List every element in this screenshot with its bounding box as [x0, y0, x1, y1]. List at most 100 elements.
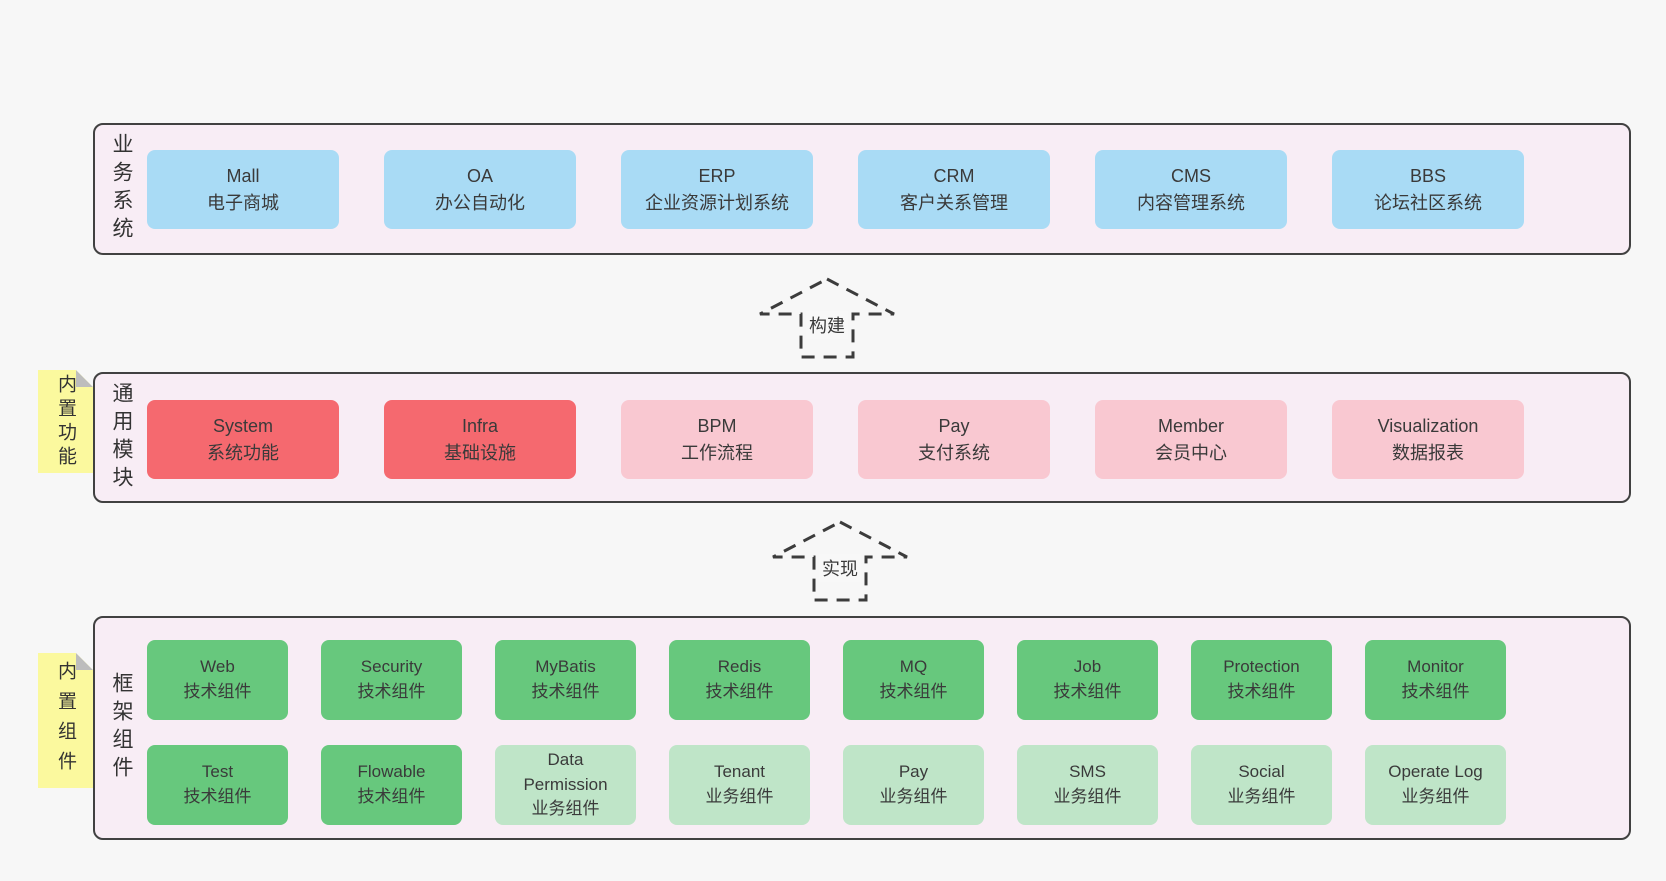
box-title: CRM	[933, 166, 975, 187]
arrow-build-label: 构建	[806, 311, 848, 339]
box-crm: CRM 客户关系管理	[858, 150, 1050, 229]
box-title: Monitor	[1407, 657, 1464, 677]
box-subtitle: 技术组件	[183, 787, 252, 806]
business-box-row: Mall 电子商城 OA 办公自动化 ERP 企业资源计划系统 CRM 客户关系…	[147, 150, 1524, 229]
band-business-systems: 业务系统 Mall 电子商城 OA 办公自动化 ERP 企业资源计划系统 CRM…	[93, 123, 1631, 255]
box-sms: SMS 业务组件	[1017, 745, 1158, 825]
box-flowable: Flowable 技术组件	[321, 745, 462, 825]
box-tenant: Tenant 业务组件	[669, 745, 810, 825]
box-title: SMS	[1069, 762, 1106, 782]
box-bpm: BPM 工作流程	[621, 400, 813, 479]
box-monitor: Monitor 技术组件	[1365, 640, 1506, 720]
note-text: 内置组件	[55, 660, 76, 781]
box-subtitle: 业务组件	[879, 787, 948, 806]
arrow-up-icon	[759, 277, 895, 359]
arrow-build: 构建	[757, 276, 897, 360]
box-cms: CMS 内容管理系统	[1095, 150, 1287, 229]
band-common-modules: 通用模块 System 系统功能 Infra 基础设施 BPM 工作流程 Pay…	[93, 372, 1631, 503]
box-title: Pay	[938, 416, 970, 437]
folded-corner-icon	[76, 370, 93, 387]
box-mall: Mall 电子商城	[147, 150, 339, 229]
box-erp: ERP 企业资源计划系统	[621, 150, 813, 229]
box-title: MyBatis	[535, 657, 596, 677]
box-mybatis: MyBatis 技术组件	[495, 640, 636, 720]
box-subtitle: 技术组件	[357, 682, 426, 701]
box-subtitle: 技术组件	[183, 682, 252, 701]
box-subtitle: 基础设施	[444, 442, 516, 463]
box-subtitle: 业务组件	[1401, 787, 1470, 806]
box-title: Operate Log	[1388, 762, 1483, 782]
box-title: Protection	[1223, 657, 1300, 677]
box-system: System 系统功能	[147, 400, 339, 479]
box-member: Member 会员中心	[1095, 400, 1287, 479]
band-components-label: 框架组件	[110, 672, 133, 784]
box-oa: OA 办公自动化	[384, 150, 576, 229]
box-title: Pay	[898, 762, 929, 782]
box-subtitle: 技术组件	[1227, 682, 1296, 701]
box-subtitle: 电子商城	[207, 192, 279, 213]
box-subtitle: 业务组件	[705, 787, 774, 806]
box-subtitle: 客户关系管理	[900, 192, 1008, 213]
box-title: BPM	[697, 416, 737, 437]
box-protection: Protection 技术组件	[1191, 640, 1332, 720]
box-subtitle: 技术组件	[705, 682, 774, 701]
box-visualization: Visualization 数据报表	[1332, 400, 1524, 479]
box-title: Member	[1157, 416, 1224, 437]
arrow-implement: 实现	[770, 519, 910, 603]
box-test: Test 技术组件	[147, 745, 288, 825]
box-social: Social 业务组件	[1191, 745, 1332, 825]
box-redis: Redis 技术组件	[669, 640, 810, 720]
box-job: Job 技术组件	[1017, 640, 1158, 720]
box-pay-component: Pay 业务组件	[843, 745, 984, 825]
box-title: Job	[1073, 657, 1102, 677]
sticky-note-builtin-components: 内置组件	[38, 653, 93, 788]
box-subtitle: 业务组件	[1227, 787, 1296, 806]
box-title: System	[212, 416, 273, 437]
box-pay-module: Pay 支付系统	[858, 400, 1050, 479]
box-infra: Infra 基础设施	[384, 400, 576, 479]
box-subtitle: 技术组件	[1401, 682, 1470, 701]
box-subtitle: 技术组件	[1053, 682, 1122, 701]
modules-box-row: System 系统功能 Infra 基础设施 BPM 工作流程 Pay 支付系统…	[147, 400, 1524, 479]
box-subtitle: 企业资源计划系统	[645, 192, 789, 213]
box-subtitle: 办公自动化	[435, 192, 525, 213]
box-title: Mall	[226, 166, 260, 187]
box-subtitle: 技术组件	[879, 682, 948, 701]
box-web: Web 技术组件	[147, 640, 288, 720]
sticky-note-builtin-features: 内置功能	[38, 370, 93, 473]
box-title: ERP	[698, 166, 736, 187]
box-subtitle: 内容管理系统	[1137, 192, 1245, 213]
box-title: Test	[201, 762, 234, 782]
box-subtitle: 业务组件	[531, 799, 600, 819]
folded-corner-icon	[76, 653, 93, 670]
box-subtitle: 系统功能	[207, 442, 279, 463]
box-subtitle: 工作流程	[681, 442, 753, 463]
box-title: Visualization	[1377, 416, 1479, 437]
box-title: Security	[360, 657, 423, 677]
box-security: Security 技术组件	[321, 640, 462, 720]
components-box-row-1: Web 技术组件 Security 技术组件 MyBatis 技术组件 Redi…	[147, 640, 1506, 720]
box-subtitle: 技术组件	[357, 787, 426, 806]
box-title: Social	[1238, 762, 1285, 782]
components-box-row-2: Test 技术组件 Flowable 技术组件 Data Permission …	[147, 745, 1506, 825]
box-subtitle: 技术组件	[531, 682, 600, 701]
box-title: CMS	[1171, 166, 1211, 187]
box-subtitle: 支付系统	[918, 442, 990, 463]
arrow-up-icon	[772, 520, 908, 602]
box-data-permission: Data Permission 业务组件	[495, 745, 636, 825]
box-subtitle: 会员中心	[1155, 442, 1227, 463]
box-bbs: BBS 论坛社区系统	[1332, 150, 1524, 229]
box-mq: MQ 技术组件	[843, 640, 984, 720]
box-title: Data Permission	[523, 750, 608, 794]
band-business-label: 业务系统	[110, 133, 133, 245]
box-title: MQ	[899, 657, 928, 677]
box-title: Infra	[461, 416, 499, 437]
note-text: 内置功能	[55, 373, 76, 470]
box-operate-log: Operate Log 业务组件	[1365, 745, 1506, 825]
box-title: Web	[200, 657, 235, 677]
band-modules-label: 通用模块	[110, 381, 133, 494]
box-subtitle: 数据报表	[1392, 442, 1464, 463]
box-title: Flowable	[357, 762, 426, 782]
box-title: Redis	[717, 657, 762, 677]
